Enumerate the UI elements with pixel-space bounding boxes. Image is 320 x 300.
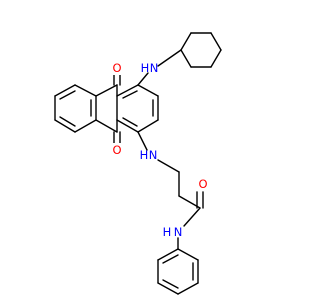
bond <box>162 279 179 289</box>
bond <box>137 131 148 151</box>
bond <box>177 248 199 261</box>
bond <box>157 248 179 261</box>
carbonyl-oxygen-bottom: O <box>112 143 121 157</box>
bond <box>177 282 199 295</box>
cyclohexylamino-nitrogen: N <box>150 61 159 75</box>
amide-hydrogen: H <box>163 225 172 239</box>
amide-oxygen: O <box>198 177 207 191</box>
bond <box>157 159 180 173</box>
bond <box>183 207 201 227</box>
chain-nitrogen: N <box>149 148 158 162</box>
bond <box>210 49 222 68</box>
bond <box>137 84 159 97</box>
bond <box>95 84 118 97</box>
molecule-structure: O O H N H N O N H <box>54 32 222 295</box>
bond <box>95 119 118 133</box>
bond <box>54 84 76 97</box>
bond <box>74 84 97 97</box>
bond <box>137 72 149 86</box>
bond <box>116 119 139 133</box>
bond <box>210 32 222 51</box>
bond <box>157 49 182 67</box>
chain-hydrogen: H <box>140 148 149 162</box>
cyclohexylamino-hydrogen: H <box>141 61 150 75</box>
bond <box>54 119 76 133</box>
bond <box>180 49 192 68</box>
bond <box>137 119 159 133</box>
bond <box>74 119 97 133</box>
bond <box>122 117 138 127</box>
atom-labels: O O H N H N O N H <box>111 61 208 239</box>
bond <box>162 254 179 264</box>
bond <box>180 32 192 51</box>
bond <box>59 90 76 100</box>
amide-nitrogen: N <box>174 225 183 239</box>
bonds <box>54 32 222 295</box>
bond <box>157 282 179 295</box>
carbonyl-oxygen-top: O <box>112 61 121 75</box>
bond <box>122 90 138 99</box>
bond <box>59 116 76 127</box>
bond <box>116 84 139 97</box>
